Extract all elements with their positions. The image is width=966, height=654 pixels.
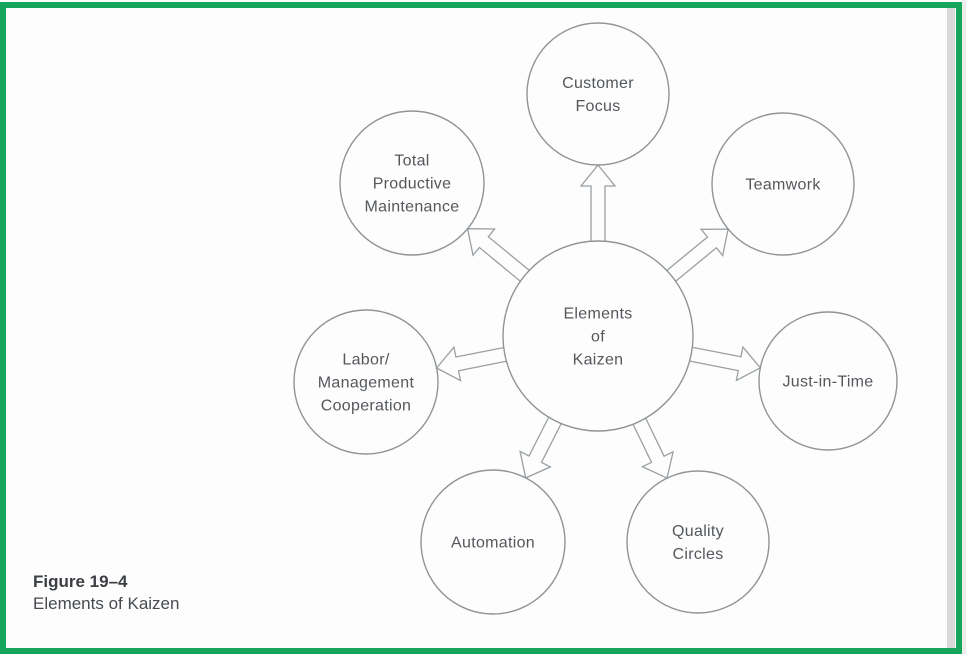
node-circle-total-productive-maintenance	[339, 110, 485, 256]
node-label-just-in-time: Just-in-Time	[782, 374, 873, 391]
node-circle-teamwork	[711, 112, 855, 256]
diagram-node-teamwork: Teamwork	[711, 112, 855, 256]
page-edge-strip	[947, 8, 955, 648]
node-label-automation: Automation	[451, 535, 535, 552]
node-circle-quality-circles	[626, 470, 770, 614]
arrow-to-labor-management-cooperation	[435, 345, 507, 382]
node-circle-labor-management-cooperation	[293, 309, 439, 455]
node-circle-elements-of-kaizen	[502, 240, 694, 432]
node-label-teamwork: Teamwork	[745, 177, 821, 194]
figure-caption: Figure 19–4 Elements of Kaizen	[33, 571, 179, 615]
node-circle-automation	[420, 469, 566, 615]
arrow-to-just-in-time	[689, 345, 762, 382]
arrow-to-customer-focus	[579, 163, 617, 241]
diagram-node-just-in-time: Just-in-Time	[758, 311, 898, 451]
arrow-to-automation	[519, 417, 562, 479]
node-circle-just-in-time	[758, 311, 898, 451]
arrow-to-teamwork	[666, 228, 729, 282]
diagram-node-automation: Automation	[420, 469, 566, 615]
figure-title: Elements of Kaizen	[33, 594, 180, 613]
arrow-to-total-productive-maintenance	[466, 228, 530, 282]
arrow-to-quality-circles	[632, 418, 675, 480]
figure-label: Figure 19–4	[33, 572, 128, 591]
node-circle-customer-focus	[526, 22, 670, 166]
outer-page-edge	[962, 0, 966, 654]
